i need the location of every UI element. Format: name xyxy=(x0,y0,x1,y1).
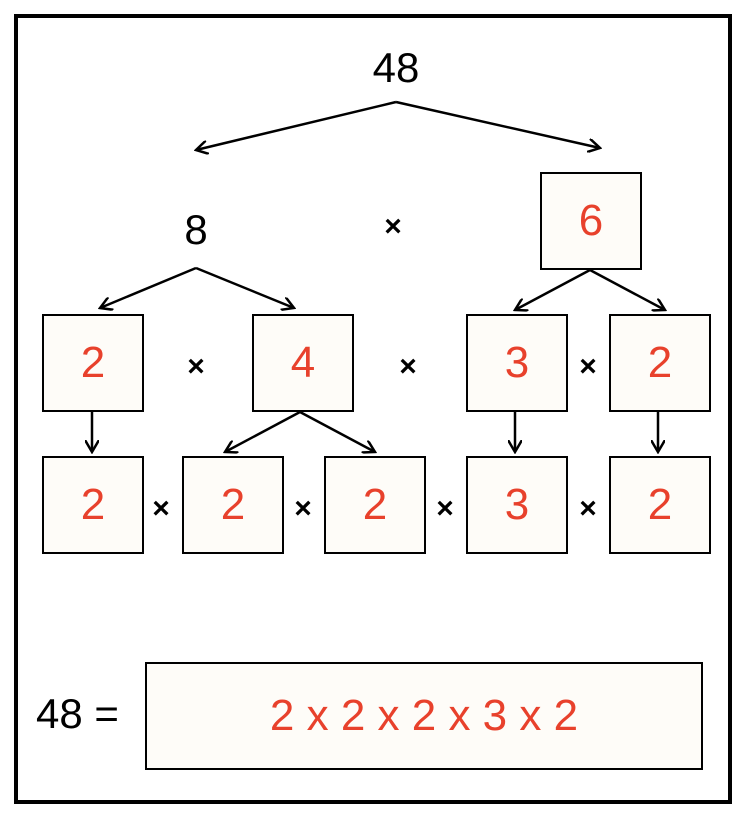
level2-box-3-value: 3 xyxy=(504,338,530,387)
level3-box-4-value: 3 xyxy=(504,480,530,529)
level3-box-3: 2 xyxy=(324,456,426,554)
factor-8: 8 xyxy=(184,206,208,253)
level2-box-4: 2 xyxy=(609,314,711,412)
level3-box-3-value: 2 xyxy=(362,480,388,529)
arrow-4-to-2a xyxy=(225,410,301,452)
arrow-8-to-2 xyxy=(100,266,197,308)
arrow-6-to-2 xyxy=(589,268,665,310)
times-sign-l3-2: × xyxy=(294,492,312,525)
arrow-48-to-8 xyxy=(196,100,397,150)
arrow-6-to-3 xyxy=(515,268,591,310)
level2-box-3: 3 xyxy=(466,314,568,412)
result-box: 2 x 2 x 2 x 3 x 2 xyxy=(145,662,703,770)
arrow-4-to-2b xyxy=(299,410,375,452)
level2-box-2: 4 xyxy=(252,314,354,412)
level3-box-2: 2 xyxy=(182,456,284,554)
level3-box-1-value: 2 xyxy=(80,480,106,529)
arrow-8-to-4 xyxy=(195,266,294,308)
times-sign-l3-3: × xyxy=(436,492,454,525)
times-sign-l2-1: × xyxy=(187,350,205,383)
root-number: 48 xyxy=(372,44,420,91)
times-sign-l2-2: × xyxy=(399,350,417,383)
level2-box-2-value: 4 xyxy=(290,338,316,387)
level2-box-1-value: 2 xyxy=(80,338,106,387)
level2-box-4-value: 2 xyxy=(647,338,673,387)
factor-box-6: 6 xyxy=(540,172,642,270)
factor-box-6-value: 6 xyxy=(578,196,604,245)
times-sign-l3-4: × xyxy=(579,492,597,525)
times-sign-l1: × xyxy=(384,210,402,243)
level3-box-5-value: 2 xyxy=(647,480,673,529)
result-expression: 2 x 2 x 2 x 3 x 2 xyxy=(269,691,579,740)
times-sign-l2-3: × xyxy=(579,350,597,383)
level3-box-2-value: 2 xyxy=(220,480,246,529)
result-label: 48 = xyxy=(36,690,119,737)
times-sign-l3-1: × xyxy=(152,492,170,525)
arrow-48-to-6 xyxy=(395,100,600,148)
level3-box-5: 2 xyxy=(609,456,711,554)
level3-box-4: 3 xyxy=(466,456,568,554)
level3-box-1: 2 xyxy=(42,456,144,554)
level2-box-1: 2 xyxy=(42,314,144,412)
